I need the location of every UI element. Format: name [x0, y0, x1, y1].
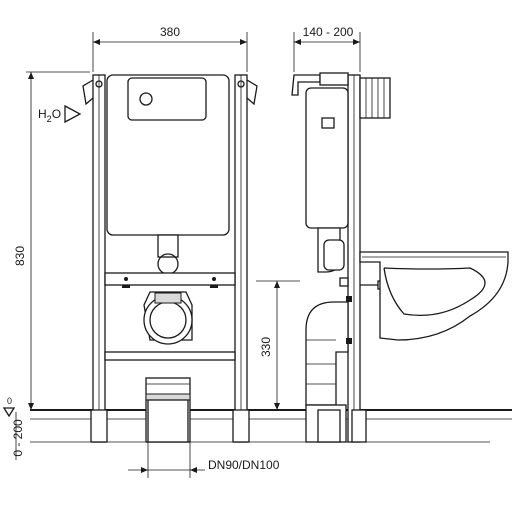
outlet-bend-side — [305, 301, 349, 406]
front-view — [82, 74, 258, 443]
bowl-body — [359, 251, 509, 341]
water-o: O — [52, 107, 61, 121]
right-foot — [232, 409, 250, 443]
frame-depth-label: 140 - 200 — [303, 25, 354, 39]
crossbar — [104, 272, 236, 286]
floor-zero-label: 0 — [7, 396, 12, 406]
side-view — [291, 72, 391, 443]
water-inlet-label: H2O — [38, 104, 82, 124]
left-foot — [90, 409, 108, 443]
frame-height-label: 830 — [13, 246, 27, 266]
water-h: H — [38, 107, 47, 121]
toilet-bowl — [359, 251, 509, 341]
flush-button — [139, 92, 153, 106]
bottom-crossbar — [104, 351, 236, 361]
frame-width-label: 380 — [160, 25, 180, 39]
svg-text:H2O: H2O — [38, 107, 61, 124]
flush-plate — [127, 77, 207, 121]
right-anchor — [246, 79, 258, 106]
outlet-height-label: 330 — [259, 337, 273, 357]
flush-pipe — [157, 234, 179, 258]
bowl-inner — [383, 267, 486, 317]
water-connector — [359, 77, 391, 119]
water-sub: 2 — [47, 114, 52, 124]
dimensions: 380 140 - 200 830 330 0 0 - 200 DN90/DN1 — [2, 25, 361, 478]
cistern-side — [305, 87, 349, 229]
floor-level-marker — [2, 407, 16, 418]
drain-size-label: DN90/DN100 — [208, 458, 280, 472]
floor-range-label: 0 - 200 — [11, 419, 25, 457]
left-anchor — [82, 79, 94, 106]
water-arrow-icon — [64, 104, 82, 124]
